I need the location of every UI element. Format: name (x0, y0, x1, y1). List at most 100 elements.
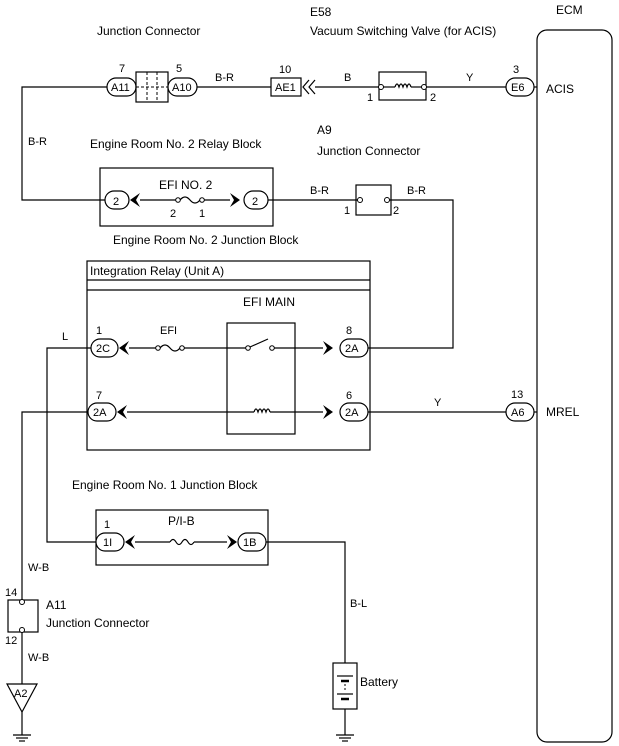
a2-label: A2 (14, 688, 27, 700)
a11-junction-connector-bottom: 14 12 A11 Junction Connector (5, 587, 149, 647)
wire-wb-top (21, 411, 88, 600)
ecm-body (536, 29, 613, 743)
a11-connector-label: A11 (111, 82, 130, 94)
a6-connector: 13 A6 (505, 389, 535, 422)
c2c-arrow-icon (119, 341, 129, 355)
a11-bottom-terminal (19, 599, 25, 605)
a9-pin-1: 1 (344, 205, 350, 217)
ecm-acis-label: ACIS (546, 82, 574, 96)
c1i-pin: 1 (104, 519, 110, 531)
c2a-left-arrow-icon (117, 405, 127, 419)
jb2-fuse-terminal (199, 197, 205, 203)
c2c-label: 2C (96, 343, 110, 355)
wire-br-a9-relay (368, 199, 454, 349)
relay-switch-icon (249, 338, 269, 348)
a9-junction-connector: 1 2 (344, 184, 399, 217)
a11-pin-number: 7 (119, 63, 125, 75)
wire-l-label: L (62, 331, 68, 343)
wire-br-left-label: B-R (28, 136, 47, 148)
a9-name: Junction Connector (317, 144, 420, 158)
ae1-connector: 10 AE1 (270, 64, 316, 97)
wire-br-a9-relay-label: B-R (407, 185, 426, 197)
engine-room-no2-block: EFI NO. 2 2 2 1 2 (99, 167, 274, 227)
solenoid-coil-icon (394, 83, 412, 89)
jb1-box (95, 509, 269, 566)
a9-terminal-2 (384, 197, 390, 203)
c1b-label: 1B (243, 537, 256, 549)
valve-pin-2: 2 (430, 92, 436, 104)
c2a-top-label: 2A (345, 343, 359, 355)
vacuum-switching-valve: 1 2 (367, 71, 436, 104)
wire-b-label: B (344, 72, 351, 84)
e6-label: E6 (511, 82, 524, 94)
ae1-box (270, 77, 302, 97)
relay-block-title: Engine Room No. 2 Relay Block (90, 137, 262, 151)
e6-pin-number: 3 (513, 64, 519, 76)
pib-fuse-icon (169, 538, 195, 546)
wire-y-mrel-label: Y (434, 397, 442, 409)
switch-terminal (245, 345, 251, 351)
ae1-label: AE1 (275, 82, 296, 94)
jb2-fuse-pin-left: 2 (170, 208, 176, 220)
a11-bottom-pin-bot: 12 (5, 635, 17, 647)
e6-connector: 3 E6 (505, 64, 535, 97)
integration-relay: Integration Relay (Unit A) EFI MAIN 1 2C… (86, 260, 371, 451)
c1i-label: 1I (103, 537, 112, 549)
a11-bottom-id: A11 (46, 598, 67, 612)
wire-l (46, 347, 96, 543)
jb2-right-arrow-icon (230, 193, 240, 207)
a11-bottom-pin-top: 14 (5, 587, 17, 599)
c1i-pill (95, 532, 125, 552)
ae1-chevron-icon (302, 79, 316, 95)
c2c-pin: 1 (96, 325, 102, 337)
junction-connector-top: 7 A11 5 A10 (106, 63, 198, 103)
valve-pin-1: 1 (367, 92, 373, 104)
wire-br-left (21, 86, 107, 201)
jb2-title: Engine Room No. 2 Junction Block (113, 233, 299, 247)
jb2-left-pill (104, 190, 130, 210)
a10-connector-label: A10 (172, 82, 192, 94)
wire-wb-top-label: W-B (28, 562, 49, 574)
wire-br-jb2-a9-label: B-R (310, 185, 329, 197)
a9-pin-2: 2 (393, 205, 399, 217)
jb2-fuse-pin-right: 1 (199, 208, 205, 220)
pib-fuse-label: P/I-B (168, 514, 195, 528)
c2a-bot-arrow-icon (323, 405, 333, 419)
integration-relay-box (86, 260, 371, 451)
ecm-title: ECM (556, 3, 583, 17)
efi-fuse-label: EFI (160, 325, 177, 337)
ecm: ECM ACIS MREL (536, 3, 613, 743)
c2a-left-label: 2A (93, 407, 107, 419)
valve-terminal-2 (421, 84, 427, 90)
battery: Battery (332, 662, 398, 742)
efi-no2-fuse-icon (179, 196, 201, 204)
valve-terminal-1 (378, 84, 384, 90)
wire-bl (266, 541, 346, 663)
jb2-left-arrow-icon (130, 193, 140, 207)
ecm-mrel-label: MREL (546, 405, 580, 419)
a11-bottom-name: Junction Connector (46, 616, 149, 630)
efi-main-relay-box (226, 322, 296, 435)
jb2-fuse-terminal (175, 197, 181, 203)
jb2-box (99, 167, 274, 227)
a11-bottom-terminal (19, 627, 25, 633)
efi-fuse-icon (159, 344, 181, 352)
c2a-top-pin: 8 (346, 325, 352, 337)
efi-fuse-terminal (179, 345, 185, 351)
wire-y-top-label: Y (466, 72, 474, 84)
c2a-top-pill (339, 338, 369, 358)
a10-pin-number: 5 (176, 63, 182, 75)
wire-br-top-label: B-R (215, 72, 234, 84)
switch-terminal (269, 345, 275, 351)
valve-name: Vacuum Switching Valve (for ACIS) (310, 24, 496, 38)
integration-relay-title: Integration Relay (Unit A) (90, 264, 224, 278)
a2-ground-point: A2 (5, 683, 39, 742)
efi-no2-fuse-label: EFI NO. 2 (159, 178, 213, 192)
valve-id: E58 (310, 5, 332, 19)
c1i-arrow-icon (125, 535, 135, 549)
wire-wb-bottom-label: W-B (28, 652, 49, 664)
ae1-pin-number: 10 (279, 64, 291, 76)
efi-main-label: EFI MAIN (243, 295, 295, 309)
c2a-bot-pin: 6 (346, 390, 352, 402)
